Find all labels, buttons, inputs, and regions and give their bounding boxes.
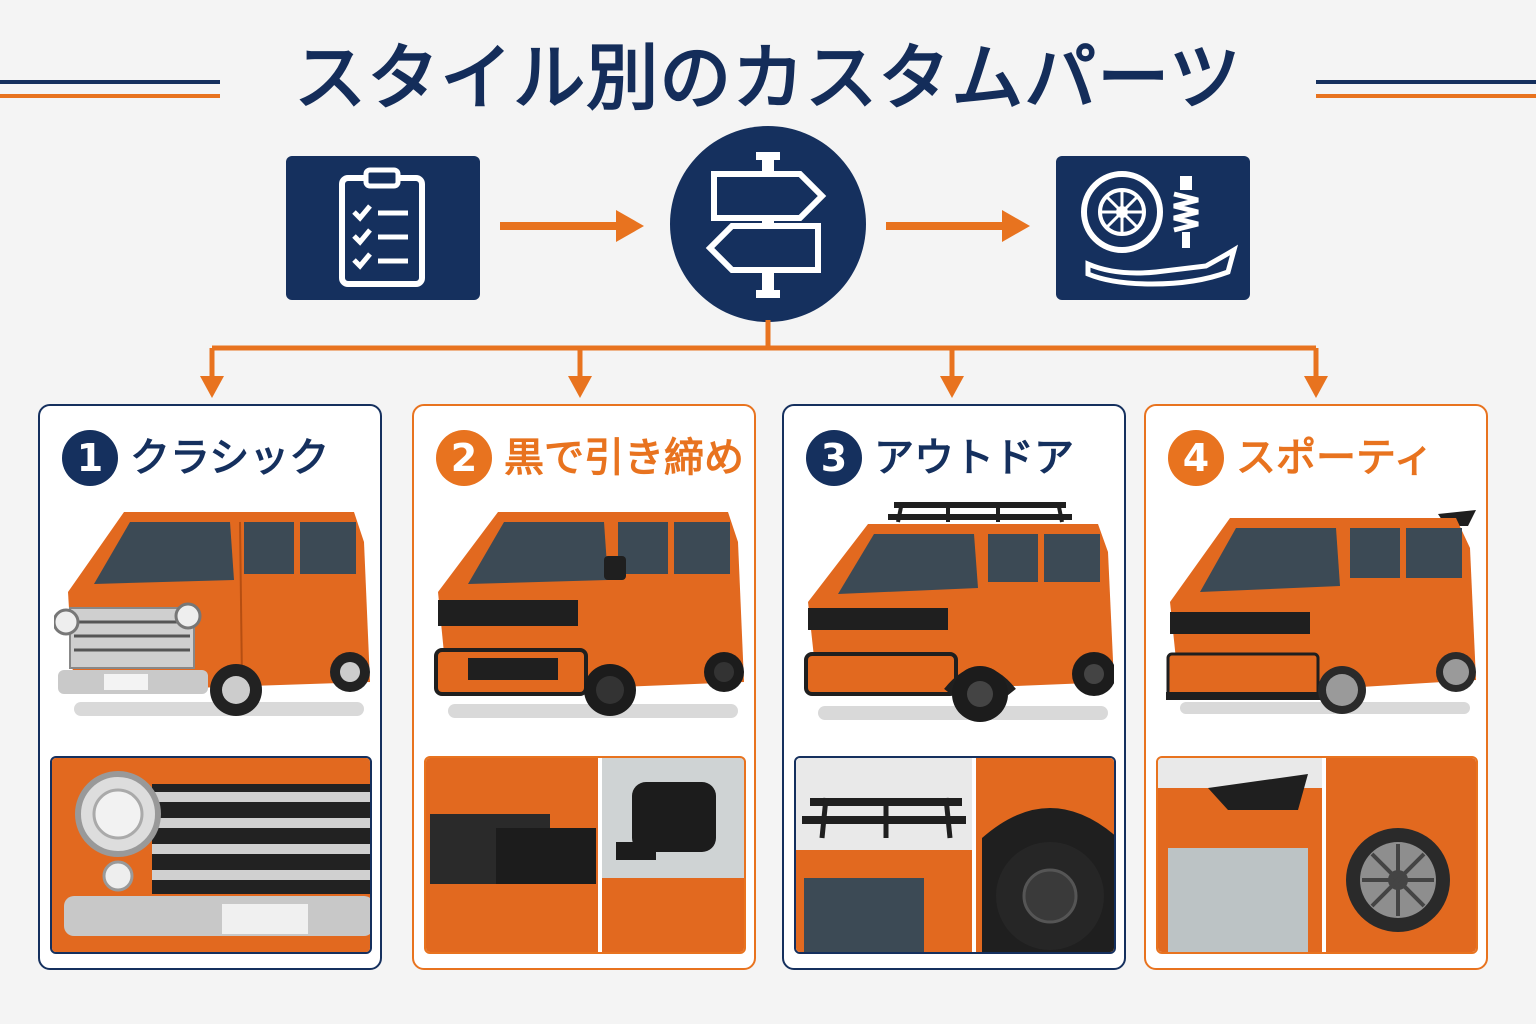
style-number-badge: 2 [436,430,492,486]
style-label: スポーティ [1236,435,1434,481]
flow-arrow-1 [500,210,644,242]
van-classic-image [54,512,370,716]
van-blacked-out-image [434,512,744,718]
flow-arrow-2 [886,210,1030,242]
detail-image-black-accents [424,756,746,954]
title-decoration-right [1316,14,1536,124]
detail-image-roof-rack-tire [794,756,1116,954]
style-label: クラシック [130,435,330,481]
detail-image-chrome-grille [50,756,372,954]
style-card-outdoor[interactable]: 3 アウトドア [782,404,1126,970]
style-card-classic[interactable]: 1 クラシック [38,404,382,970]
title-row: スタイル別のカスタムパーツ [0,14,1536,124]
style-number-badge: 3 [806,430,862,486]
style-number-badge: 1 [62,430,118,486]
page-title: スタイル別のカスタムパーツ [294,36,1242,120]
clipboard-checklist-icon [286,156,480,300]
style-label: アウトドア [874,435,1074,481]
detail-image-spoiler-wheel [1156,756,1478,954]
van-outdoor-image [804,502,1114,722]
title-decoration-left [0,14,220,124]
style-label: 黒で引き締め [504,435,744,481]
wheel-and-suspension-parts-icon [1056,156,1250,300]
style-number-badge: 4 [1168,430,1224,486]
van-sporty-image [1166,510,1476,714]
signpost-icon [670,126,866,322]
style-card-blacked-out[interactable]: 2 黒で引き締め [412,404,756,970]
style-card-sporty[interactable]: 4 スポーティ [1144,404,1488,970]
branch-connectors [200,320,1328,398]
